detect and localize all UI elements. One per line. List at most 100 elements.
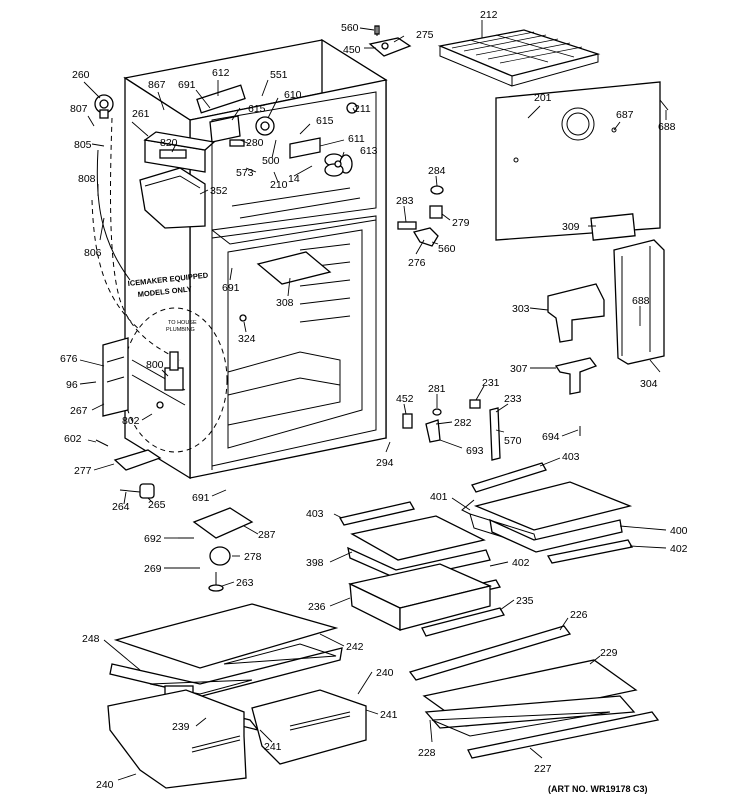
part-324-screw xyxy=(239,314,247,322)
part-label: 805 xyxy=(74,139,92,151)
part-label: 570 xyxy=(504,435,522,447)
part-label: 694 xyxy=(542,431,560,443)
part-611-bracket xyxy=(289,137,321,159)
part-label: 802 xyxy=(122,415,140,427)
art-number: (ART NO. WR19178 C3) xyxy=(548,784,648,794)
part-label: 615 xyxy=(316,115,334,127)
part-label: 235 xyxy=(516,595,534,607)
part-label: 14 xyxy=(288,173,300,185)
crisper-assembly xyxy=(107,603,367,789)
part-287-bracket xyxy=(192,507,254,539)
water-line xyxy=(109,117,181,361)
part-label: 280 xyxy=(246,137,264,149)
part-label: 309 xyxy=(562,221,580,233)
part-label: 282 xyxy=(454,417,472,429)
part-800-water-valve xyxy=(164,367,184,391)
part-label: 808 xyxy=(78,173,96,185)
part-label: 615 xyxy=(248,103,266,115)
part-228-frame xyxy=(424,695,636,729)
part-label: 281 xyxy=(428,383,446,395)
part-label: 691 xyxy=(222,282,240,294)
icemaker-assembly xyxy=(139,131,216,229)
part-label: 212 xyxy=(480,9,498,21)
part-402-rail-right xyxy=(546,539,634,564)
part-275-hinge xyxy=(368,37,412,57)
part-label: 610 xyxy=(284,89,302,101)
part-235-rail xyxy=(421,607,505,637)
part-label: 611 xyxy=(348,133,365,145)
part-label: 403 xyxy=(562,451,580,463)
part-267-bracket xyxy=(102,337,129,417)
part-label: 229 xyxy=(600,647,618,659)
part-label: 602 xyxy=(64,433,82,445)
part-label: 613 xyxy=(360,145,378,157)
part-label: 278 xyxy=(244,551,262,563)
part-label: 800 xyxy=(146,359,164,371)
part-label: 308 xyxy=(276,297,294,309)
part-308-tray xyxy=(256,251,332,285)
part-400-frame xyxy=(489,518,623,553)
leader-lines xyxy=(79,20,667,781)
part-label: 402 xyxy=(670,543,688,555)
part-label: 303 xyxy=(512,303,530,315)
part-label: 691 xyxy=(178,79,196,91)
part-233-rail xyxy=(489,407,501,461)
part-403-rail-left xyxy=(339,501,415,526)
part-label: 239 xyxy=(172,721,190,733)
part-label: 267 xyxy=(70,405,88,417)
part-label: 269 xyxy=(144,563,162,575)
plumbing-note: TO HOUSE PLUMBING xyxy=(166,320,197,333)
part-label: 231 xyxy=(482,377,500,389)
part-277-hinge xyxy=(113,449,162,471)
part-label: 227 xyxy=(534,763,552,775)
part-452-bracket xyxy=(402,413,413,429)
part-label: 279 xyxy=(452,217,470,229)
part-label: 226 xyxy=(570,609,588,621)
plumbing-zone xyxy=(122,307,228,453)
part-label: 242 xyxy=(346,641,364,653)
part-label: 687 xyxy=(616,109,634,121)
part-label: 228 xyxy=(418,747,436,759)
part-label: 807 xyxy=(70,103,88,115)
part-label: 612 xyxy=(212,67,230,79)
part-612-control xyxy=(196,84,246,114)
part-212-wire-shelf xyxy=(437,29,601,87)
part-label: 452 xyxy=(396,393,414,405)
part-label: 240 xyxy=(96,779,114,791)
part-label: 693 xyxy=(466,445,484,457)
part-label: 241 xyxy=(380,709,398,721)
part-label: 450 xyxy=(343,44,361,56)
part-401-glass xyxy=(473,481,633,531)
part-label: 400 xyxy=(670,525,688,537)
part-label: 241 xyxy=(264,741,282,753)
part-label: 403 xyxy=(306,508,324,520)
part-label: 264 xyxy=(112,501,130,513)
part-label: 688 xyxy=(632,295,650,307)
part-label: 260 xyxy=(72,69,90,81)
part-label: 96 xyxy=(66,379,78,391)
part-label: 283 xyxy=(396,195,414,207)
part-label: 402 xyxy=(512,557,530,569)
part-label: 401 xyxy=(430,491,448,503)
part-label: 236 xyxy=(308,601,326,613)
part-226-rail xyxy=(408,625,572,681)
part-label: 806 xyxy=(84,247,102,259)
part-236-drawer xyxy=(348,563,493,632)
part-label: 284 xyxy=(428,165,446,177)
part-227-rail xyxy=(467,711,660,759)
part-309-label xyxy=(590,213,636,241)
part-label: 263 xyxy=(236,577,254,589)
part-label: 398 xyxy=(306,557,324,569)
part-label: 277 xyxy=(74,465,92,477)
part-398-glass xyxy=(350,515,486,561)
part-label: 261 xyxy=(132,108,150,120)
part-label: 692 xyxy=(144,533,162,545)
part-label: 211 xyxy=(354,103,371,115)
part-307-damper xyxy=(554,357,598,395)
part-label: 307 xyxy=(510,363,528,375)
part-label: 820 xyxy=(160,137,178,149)
part-label: 676 xyxy=(60,353,78,365)
part-label: 352 xyxy=(210,185,228,197)
part-label: 688 xyxy=(658,121,676,133)
